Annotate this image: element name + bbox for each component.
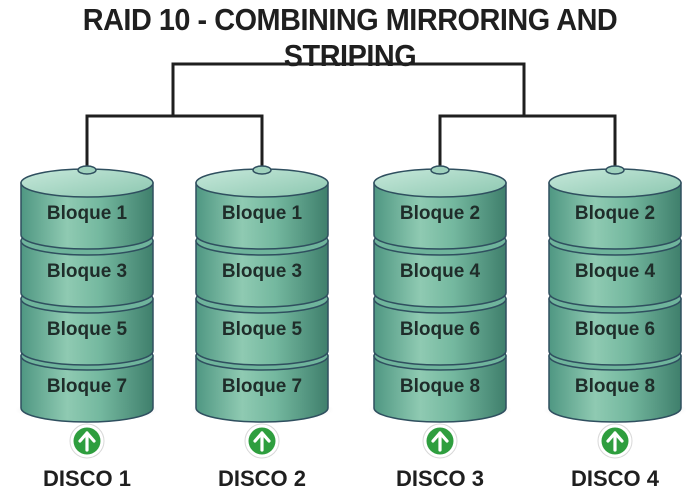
disk-block-body [195, 298, 329, 366]
disk-block-body [548, 298, 682, 366]
block-label: Bloque 7 [222, 376, 302, 397]
disk-block-body [373, 298, 507, 366]
disk-2: Bloque 7 Bloque 5 Bloque 3 Bloque 1 DISCO 2 [190, 165, 334, 491]
disk-block-body [548, 240, 682, 308]
up-arrow-icon [69, 423, 105, 459]
disk-block-body [20, 240, 154, 308]
disk-block: Bloque 1 [20, 168, 154, 250]
disk-block-body [373, 240, 507, 308]
disk-4: Bloque 8 Bloque 6 Bloque 4 Bloque 2 DISCO 4 [543, 165, 687, 491]
connector-port [605, 165, 625, 175]
disk-block-body [20, 182, 154, 250]
disk-block-body [373, 182, 507, 250]
connector-port [430, 165, 450, 175]
disk-block: Bloque 1 [195, 168, 329, 250]
disk-block-body [195, 182, 329, 250]
block-label: Bloque 3 [47, 261, 127, 282]
connector-port [252, 165, 272, 175]
block-label: Bloque 7 [47, 376, 127, 397]
disk-label: DISCO 2 [218, 466, 306, 491]
block-label: Bloque 3 [222, 261, 302, 282]
disk-1: Bloque 7 Bloque 5 Bloque 3 Bloque 1 DISCO 1 [15, 165, 159, 491]
block-label: Bloque 1 [222, 203, 303, 224]
disk-block-body [20, 355, 154, 423]
block-label: Bloque 2 [575, 203, 655, 224]
connector-lines [85, 62, 617, 169]
top-connector [171, 62, 526, 116]
block-label: Bloque 1 [47, 203, 128, 224]
left-mirror-connector [85, 114, 264, 169]
block-label: Bloque 4 [400, 261, 481, 282]
block-label: Bloque 5 [47, 319, 128, 340]
disk-block-body [20, 298, 154, 366]
disk-block-body [373, 355, 507, 423]
disk-block: Bloque 6 [548, 284, 682, 366]
disk-block-body [548, 182, 682, 250]
block-label: Bloque 2 [400, 203, 480, 224]
disk-label: DISCO 3 [396, 466, 484, 491]
up-arrow-icon [597, 423, 633, 459]
disk-block: Bloque 2 [548, 168, 682, 250]
page-title: RAID 10 - COMBINING MIRRORING AND STRIPI… [82, 2, 618, 73]
disk-block: Bloque 2 [373, 168, 507, 250]
block-label: Bloque 8 [575, 376, 655, 397]
up-arrow-icon [422, 423, 458, 459]
block-label: Bloque 6 [400, 319, 480, 340]
disk-block-body [195, 240, 329, 308]
disk-label: DISCO 4 [571, 466, 660, 491]
block-label: Bloque 4 [575, 261, 656, 282]
disk-block-body [195, 355, 329, 423]
disk-block-body [548, 355, 682, 423]
connector-port [77, 165, 97, 175]
disk-3: Bloque 8 Bloque 6 Bloque 4 Bloque 2 DISCO 3 [368, 165, 512, 491]
block-label: Bloque 5 [222, 319, 303, 340]
disk-label: DISCO 1 [43, 466, 131, 491]
block-label: Bloque 8 [400, 376, 480, 397]
right-mirror-connector [438, 114, 617, 169]
block-label: Bloque 6 [575, 319, 655, 340]
up-arrow-icon [244, 423, 280, 459]
disk-block: Bloque 3 [20, 226, 154, 308]
